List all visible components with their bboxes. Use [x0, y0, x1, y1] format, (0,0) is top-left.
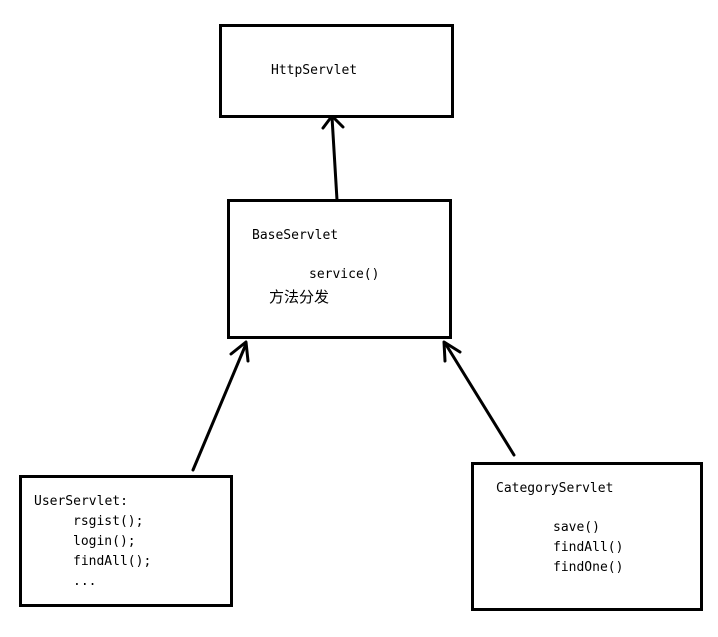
base-servlet-box: BaseServlet service() 方法分发 — [227, 199, 452, 339]
arrow-category-to-base — [442, 340, 516, 457]
user-servlet-box: UserServlet: rsgist(); login(); findAll(… — [19, 475, 233, 607]
http-servlet-box: HttpServlet — [219, 24, 454, 118]
user-servlet-label: UserServlet: — [34, 494, 128, 509]
category-servlet-method: save() — [553, 520, 600, 535]
category-servlet-box: CategoryServlet save() findAll() findOne… — [471, 462, 703, 611]
category-servlet-method: findAll() — [553, 540, 624, 555]
category-servlet-label: CategoryServlet — [496, 481, 614, 496]
arrow-base-to-http — [321, 114, 345, 202]
arrow-user-to-base — [191, 340, 250, 472]
user-servlet-method: ... — [73, 574, 97, 589]
user-servlet-method: rsgist(); — [73, 514, 144, 529]
base-servlet-label: BaseServlet — [252, 228, 339, 243]
user-servlet-method: login(); — [73, 534, 136, 549]
base-servlet-service-method: service() — [309, 267, 380, 282]
user-servlet-method: findAll(); — [73, 554, 152, 569]
category-servlet-method: findOne() — [553, 560, 624, 575]
http-servlet-label: HttpServlet — [271, 63, 358, 78]
base-servlet-dispatch-note: 方法分发 — [269, 288, 330, 306]
